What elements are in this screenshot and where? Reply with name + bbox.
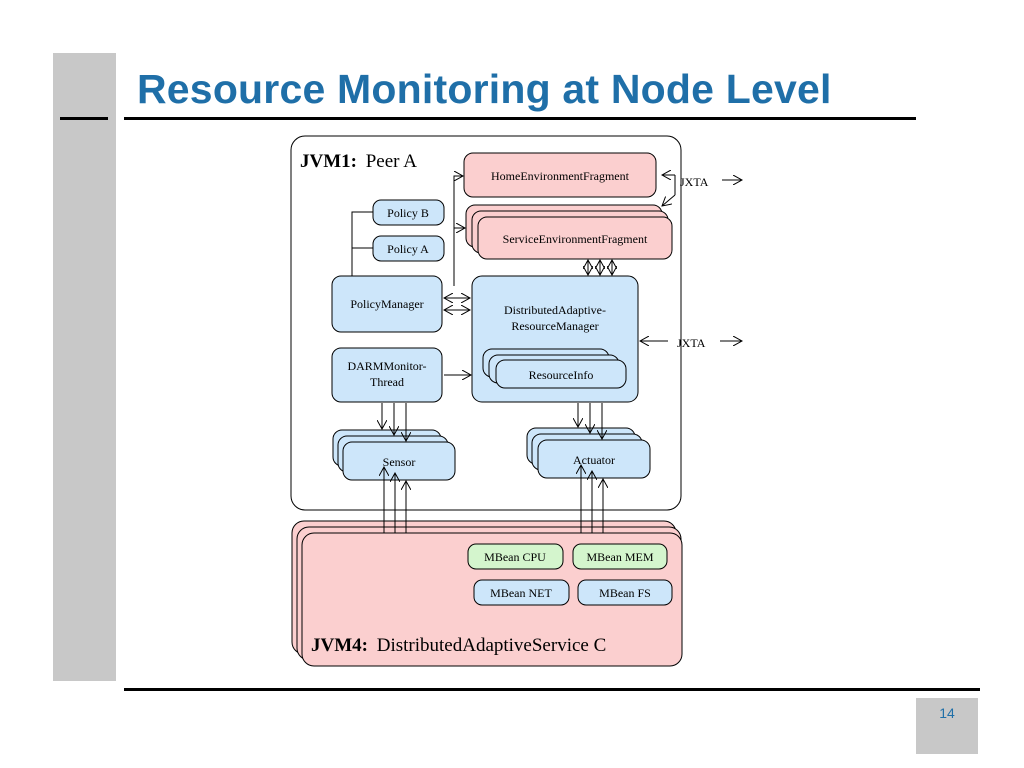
actuator-stack: [526, 427, 651, 479]
bottom-rule: [124, 688, 980, 691]
mbean-fs-box: [577, 579, 673, 606]
monitor-thread-label-line1: DARMMonitor-: [347, 359, 426, 373]
sensor-stack: [332, 429, 456, 481]
left-gray-bar: [53, 53, 116, 681]
connectors: [351, 175, 742, 533]
actuator-label: Actuator: [573, 453, 615, 467]
mbean-mem-label: MBean MEM: [587, 550, 654, 564]
left-bar-tick: [60, 117, 108, 120]
monitor-thread-label-line2: Thread: [370, 375, 404, 389]
jvm4-label: JVM4: DistributedAdaptiveService C: [311, 635, 606, 656]
darm-label-line2: ResourceManager: [511, 319, 598, 333]
mbean-net-label: MBean NET: [490, 586, 552, 600]
mbean-fs-label: MBean FS: [599, 586, 651, 600]
jvm1-prefix: JVM1:: [300, 151, 357, 172]
page-number: 14: [939, 705, 955, 721]
resource-info-stack: [482, 348, 627, 389]
darm-label-line1: DistributedAdaptive-: [504, 303, 606, 317]
monitor-thread-box: [331, 347, 443, 403]
service-fragment-stack: [465, 204, 673, 260]
mbean-cpu-label: MBean CPU: [484, 550, 546, 564]
jvm1-name: Peer A: [366, 151, 417, 172]
jvm1-label: JVM1: Peer A: [300, 151, 417, 172]
home-fragment-label: HomeEnvironmentFragment: [491, 169, 630, 183]
mbean-cpu-box: [467, 543, 564, 570]
policy-manager-box: [331, 275, 443, 333]
home-fragment-box: [463, 152, 657, 198]
policy-a-label: Policy A: [387, 242, 429, 256]
resource-info-label: ResourceInfo: [529, 368, 594, 382]
jvm4-name: DistributedAdaptiveService C: [377, 635, 607, 656]
sensor-label: Sensor: [383, 455, 416, 469]
policy-b-label: Policy B: [387, 206, 429, 220]
service-fragment-label: ServiceEnvironmentFragment: [503, 232, 648, 246]
slide-title: Resource Monitoring at Node Level: [137, 66, 832, 112]
mbean-mem-box: [572, 543, 668, 570]
jvm4-prefix: JVM4:: [311, 635, 368, 656]
page-number-box: 14: [916, 698, 978, 754]
jxta-top-label: JXTA: [680, 175, 709, 189]
title-underline: [124, 117, 916, 120]
policy-manager-label: PolicyManager: [350, 297, 423, 311]
jxta-mid-label: JXTA: [677, 336, 706, 350]
mbean-net-box: [473, 579, 570, 606]
